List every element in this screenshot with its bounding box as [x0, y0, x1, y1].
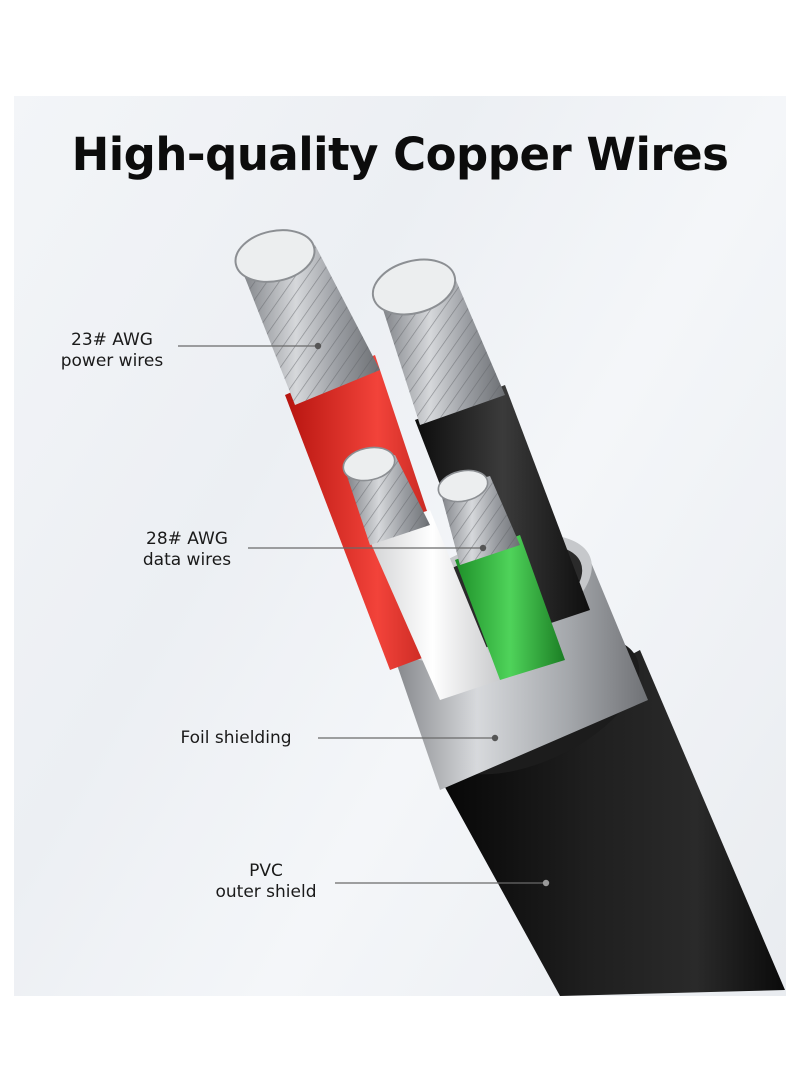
- callout-dot-icon: [542, 879, 550, 887]
- callout-dot-icon: [314, 342, 322, 350]
- callout-data-wires: 28# AWG data wires: [128, 529, 246, 571]
- callout-dot-icon: [491, 734, 499, 742]
- callout-pvc-line1: PVC: [249, 861, 283, 881]
- callout-foil-line1: Foil shielding: [180, 728, 292, 748]
- white-data-wire: [342, 446, 500, 700]
- callout-foil-shielding: Foil shielding: [170, 728, 302, 749]
- page-title: High-quality Copper Wires: [71, 128, 729, 181]
- callout-data-line1: 28# AWG: [146, 529, 228, 549]
- callout-power-line2: power wires: [60, 351, 164, 371]
- callout-pvc-shield: PVC outer shield: [205, 861, 327, 903]
- green-data-wire: [437, 469, 565, 680]
- callout-power-line1: 23# AWG: [71, 330, 153, 350]
- callout-power-wires: 23# AWG power wires: [52, 330, 172, 372]
- callout-leaders: [178, 342, 550, 887]
- callout-dot-icon: [479, 544, 487, 552]
- callout-pvc-line2: outer shield: [215, 882, 317, 902]
- callout-data-line2: data wires: [142, 550, 232, 570]
